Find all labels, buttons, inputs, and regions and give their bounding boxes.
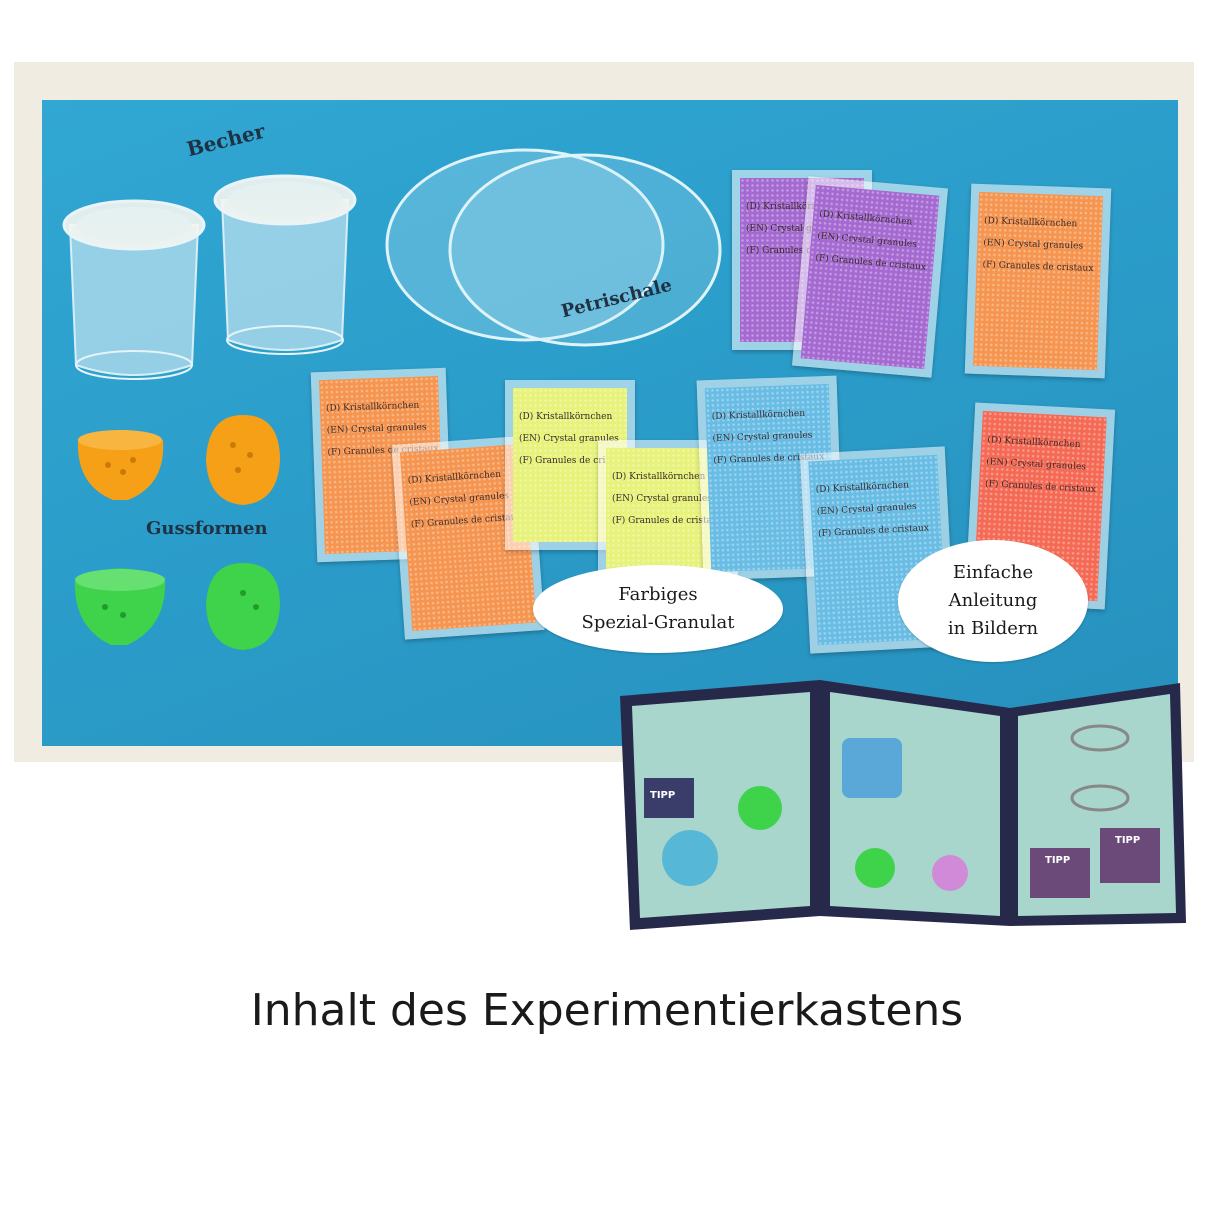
packet-text-fr: (F) Granules de cristaux [612, 516, 723, 526]
molds-label: Gussformen [146, 518, 268, 539]
mold-orange-right [206, 415, 280, 505]
packet-text-fr: (F) Granules de cristaux [817, 523, 930, 540]
mold-orange-left [77, 430, 164, 500]
granules-speech-bubble: Farbiges Spezial-Granulat [533, 565, 783, 653]
booklet-tip-3: TIPP [1115, 835, 1140, 846]
mold-green-left [74, 568, 166, 645]
booklet-tip-1: TIPP [650, 790, 675, 801]
granules-bubble-text: Farbiges Spezial-Granulat [581, 584, 735, 633]
packet-orange-top-right: (D) Kristallkörnchen(EN) Crystal granule… [964, 183, 1112, 379]
packet-text-de: (D) Kristallkörnchen [612, 472, 706, 482]
instructions-bubble-text: Einfache Anleitung in Bildern [947, 562, 1039, 639]
instruction-booklet: TIPP TIPP TIPP [620, 680, 1186, 930]
packet-text-de: (D) Kristallkörnchen [519, 412, 613, 422]
packet-text-en: (EN) Crystal granules [612, 494, 712, 504]
packet-text-de: (D) Kristallkörnchen [746, 202, 840, 212]
packet-text-en: (EN) Crystal granules [519, 434, 619, 444]
packet-text-fr: (F) Granules de cristaux [982, 260, 1094, 274]
packet-text-en: (EN) Crystal granules [746, 224, 846, 234]
packet-purple-2: (D) Kristallkörnchen(EN) Crystal granule… [791, 176, 949, 378]
petri-dish [385, 148, 722, 347]
packet-text-fr: (F) Granules de cristaux [984, 479, 1097, 495]
caption: Inhalt des Experimentierkastens [250, 985, 964, 1036]
mold-green-right [206, 563, 280, 650]
cup-right [213, 174, 357, 355]
booklet-tip-2: TIPP [1045, 855, 1070, 866]
packet-text-fr: (F) Granules de cristaux [519, 456, 627, 466]
instructions-speech-bubble: Einfache Anleitung in Bildern [898, 540, 1088, 662]
cup-left [62, 199, 206, 380]
